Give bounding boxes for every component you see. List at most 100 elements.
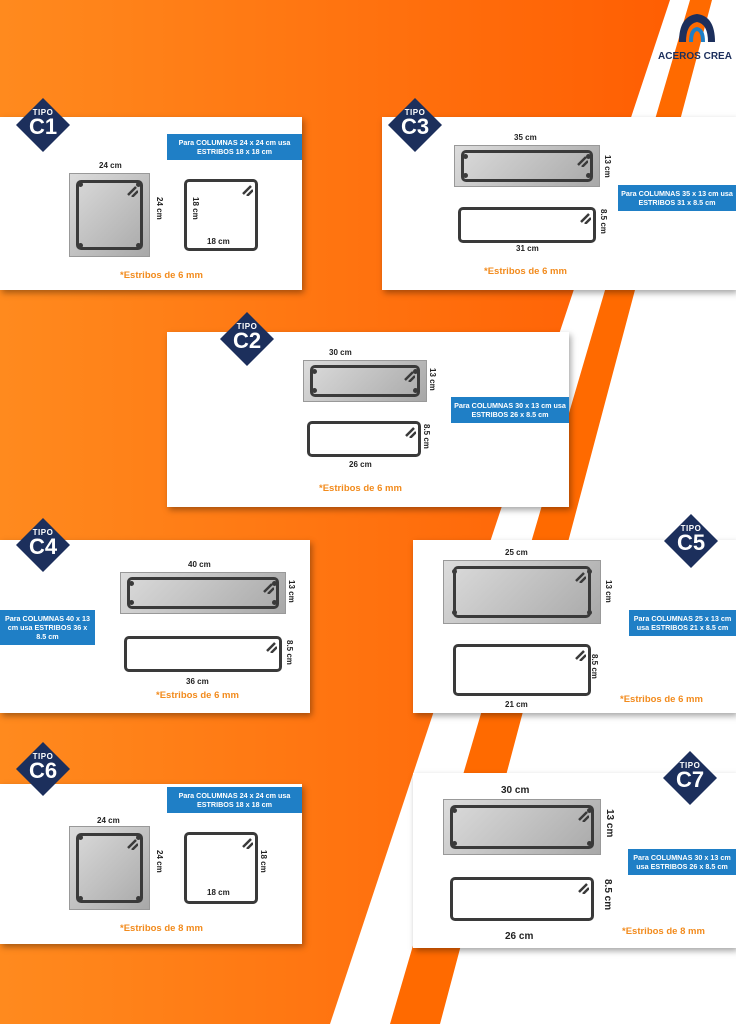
stirrup-hook-icon <box>575 572 586 583</box>
column-height-label: 13 cm <box>287 580 296 603</box>
rebar-dot <box>129 581 134 586</box>
badge-code: C6 <box>28 758 58 783</box>
stirrup-note: *Estribos de 6 mm <box>620 694 703 705</box>
info-box: Para COLUMNAS 30 x 13 cm usa ESTRIBOS 26… <box>628 849 736 875</box>
info-box: Para COLUMNAS 40 x 13 cm usa ESTRIBOS 36… <box>0 610 95 645</box>
card-c4: Para COLUMNAS 40 x 13 cm usa ESTRIBOS 36… <box>0 540 310 713</box>
stirrup-hook-icon <box>263 583 274 594</box>
badge-code: C5 <box>676 530 706 555</box>
stirrup-hook-icon <box>575 650 586 661</box>
stirrup-shape <box>184 179 258 251</box>
column-width-label: 24 cm <box>99 161 122 170</box>
stirrup-width-label: 26 cm <box>505 931 534 942</box>
rebar-dot <box>452 808 457 813</box>
badge-c6: TIPO C6 <box>16 742 70 796</box>
stirrup-hook-icon <box>127 186 138 197</box>
rebar-dot <box>587 808 592 813</box>
column-stirrup <box>453 566 591 618</box>
stirrup-width-label: 18 cm <box>207 237 230 246</box>
column-width-label: 35 cm <box>514 133 537 142</box>
info-box: Para COLUMNAS 30 x 13 cm usa ESTRIBOS 26… <box>451 397 569 423</box>
rebar-dot <box>586 154 591 159</box>
stirrup-width-label: 21 cm <box>505 700 528 709</box>
stirrup-hook-icon <box>577 156 588 167</box>
rebar-dot <box>463 173 468 178</box>
stirrup-shape <box>458 207 596 243</box>
stirrup-hook-icon <box>242 838 253 849</box>
column-width-label: 30 cm <box>501 785 530 796</box>
card-c3: 35 cm 13 cm Para COLUMNAS 35 x 13 cm usa… <box>382 117 736 290</box>
column-stirrup <box>127 577 279 609</box>
stirrup-note: *Estribos de 6 mm <box>156 690 239 701</box>
column-height-label: 24 cm <box>155 850 164 873</box>
diamond-icon <box>220 312 274 366</box>
badge-c7: TIPO C7 <box>663 751 717 805</box>
badge-c5: TIPO C5 <box>664 514 718 568</box>
column-stirrup <box>76 833 143 903</box>
stirrup-note: *Estribos de 6 mm <box>120 270 203 281</box>
stirrup-width-label: 31 cm <box>516 244 539 253</box>
badge-code: C7 <box>675 767 705 792</box>
column-plate <box>443 799 601 855</box>
rebar-dot <box>312 369 317 374</box>
column-width-label: 30 cm <box>329 348 352 357</box>
rebar-dot <box>413 369 418 374</box>
badge-code: C4 <box>28 534 58 559</box>
rebar-dot <box>272 600 277 605</box>
column-plate <box>69 173 150 257</box>
stirrup-height-label: 8.5 cm <box>602 879 613 911</box>
card-c2: 30 cm 13 cm Para COLUMNAS 30 x 13 cm usa… <box>167 332 569 507</box>
badge-tipo: TIPO <box>32 752 54 761</box>
rebar-dot <box>452 841 457 846</box>
card-c6: Para COLUMNAS 24 x 24 cm usa ESTRIBOS 18… <box>0 784 302 944</box>
stirrup-hook-icon <box>127 839 138 850</box>
rebar-dot <box>129 600 134 605</box>
column-width-label: 25 cm <box>505 548 528 557</box>
badge-c4: TIPO C4 <box>16 518 70 572</box>
stirrup-note: *Estribos de 6 mm <box>319 483 402 494</box>
rebar-dot <box>272 581 277 586</box>
stirrup-hook-icon <box>242 185 253 196</box>
card-c7: 30 cm 13 cm Para COLUMNAS 30 x 13 cm usa… <box>413 773 736 948</box>
rebar-dot <box>463 154 468 159</box>
column-height-label: 13 cm <box>603 155 612 178</box>
stirrup-height-label: 8.5 cm <box>599 209 608 234</box>
stirrup-shape <box>307 421 421 457</box>
rebar-dot <box>587 841 592 846</box>
info-box: Para COLUMNAS 24 x 24 cm usa ESTRIBOS 18… <box>167 134 302 160</box>
stirrup-hook-icon <box>405 427 416 438</box>
stirrup-height-label: 18 cm <box>191 197 200 220</box>
stirrup-width-label: 18 cm <box>207 888 230 897</box>
card-c5: 25 cm 13 cm Para COLUMNAS 25 x 13 cm usa… <box>413 540 736 713</box>
stirrup-note: *Estribos de 8 mm <box>120 923 203 934</box>
stirrup-note: *Estribos de 8 mm <box>622 926 705 937</box>
logo-icon <box>679 14 715 42</box>
stirrup-shape <box>450 877 594 921</box>
column-height-label: 13 cm <box>428 368 437 391</box>
stirrup-width-label: 36 cm <box>186 677 209 686</box>
brand-name: ACEROS CREA <box>658 51 732 62</box>
diamond-icon <box>16 98 70 152</box>
stirrup-shape <box>124 636 282 672</box>
badge-tipo: TIPO <box>404 108 426 117</box>
diamond-icon <box>664 514 718 568</box>
diamond-icon <box>16 742 70 796</box>
stirrup-shape <box>453 644 591 696</box>
stirrup-shape <box>184 832 258 904</box>
rebar-dot <box>586 173 591 178</box>
stirrup-hook-icon <box>578 883 589 894</box>
info-box: Para COLUMNAS 35 x 13 cm usa ESTRIBOS 31… <box>618 185 736 211</box>
column-height-label: 13 cm <box>604 809 615 838</box>
badge-code: C3 <box>400 114 430 139</box>
diamond-icon <box>388 98 442 152</box>
badge-tipo: TIPO <box>236 322 258 331</box>
info-box: Para COLUMNAS 25 x 13 cm usa ESTRIBOS 21… <box>629 610 736 636</box>
column-height-label: 24 cm <box>155 197 164 220</box>
badge-code: C1 <box>28 114 58 139</box>
badge-tipo: TIPO <box>680 524 702 533</box>
stirrup-hook-icon <box>266 642 277 653</box>
column-height-label: 13 cm <box>604 580 613 603</box>
badge-c2: TIPO C2 <box>220 312 274 366</box>
badge-c1: TIPO C1 <box>16 98 70 152</box>
column-plate <box>69 826 150 910</box>
